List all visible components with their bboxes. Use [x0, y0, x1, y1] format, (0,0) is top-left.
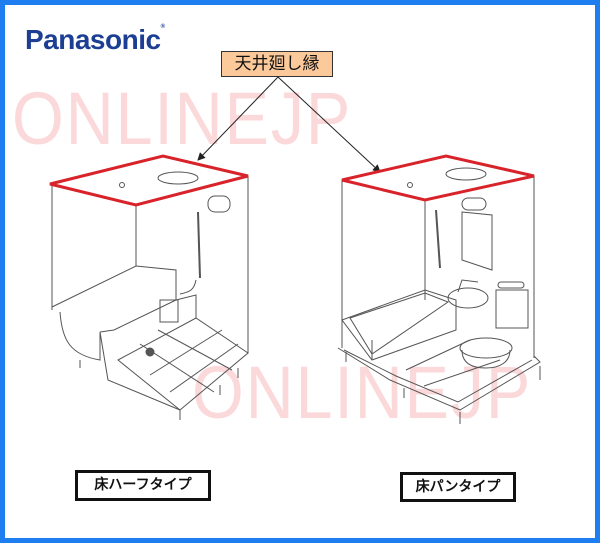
ceiling-molding-highlight-half	[49, 154, 249, 207]
half-type-unit-bath-drawing	[51, 171, 249, 420]
ceiling-molding-highlight-pan	[341, 154, 535, 202]
pan-type-unit-bath-drawing	[337, 167, 541, 424]
callout-arrows	[197, 76, 381, 173]
ceiling-molding-callout: 天井廻し縁	[221, 51, 333, 77]
caption-floor-pan-type: 床パンタイプ	[400, 472, 516, 502]
panasonic-logo: Panasonic®	[25, 24, 165, 55]
caption-floor-half-type: 床ハーフタイプ	[75, 470, 211, 501]
